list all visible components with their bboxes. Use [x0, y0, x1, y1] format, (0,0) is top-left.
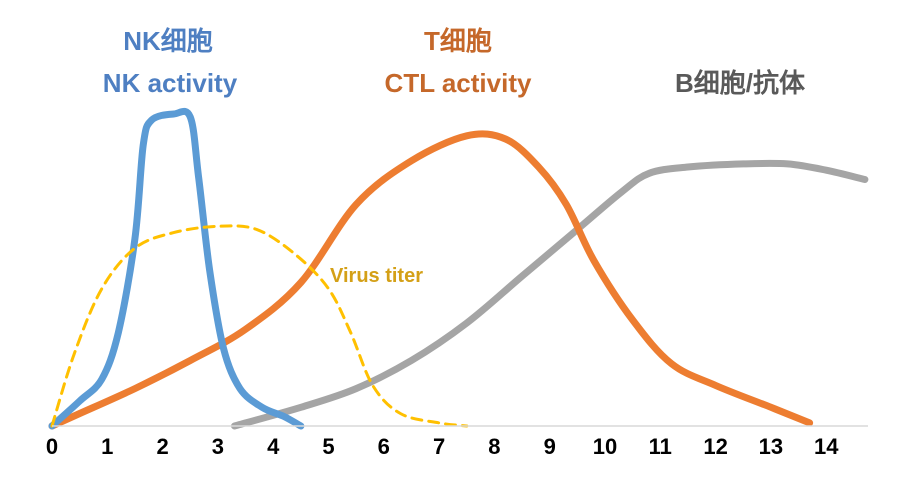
nk-activity-curve: [48, 107, 305, 430]
ctl-activity-label: CTL activity: [385, 68, 532, 98]
x-tick-label: 1: [101, 434, 113, 459]
x-tick-label: 4: [267, 434, 280, 459]
nk-activity-label: NK activity: [103, 68, 238, 98]
x-tick-label: 3: [212, 434, 224, 459]
t-cell-title: T细胞: [424, 26, 492, 56]
b-cell-antibody-label: B细胞/抗体: [675, 68, 806, 98]
x-tick-label: 2: [156, 434, 168, 459]
nk-cell-title: NK细胞: [123, 26, 213, 56]
x-tick-label: 9: [544, 434, 556, 459]
x-tick-label: 7: [433, 434, 445, 459]
x-tick-label: 8: [488, 434, 500, 459]
virus-titer-curve: [50, 224, 469, 428]
series-layer: [48, 107, 869, 430]
x-tick-label: 6: [378, 434, 390, 459]
virus-titer-label: Virus titer: [330, 265, 423, 287]
x-tick-label: 5: [322, 434, 334, 459]
x-tick-label: 12: [703, 434, 727, 459]
x-tick-label: 11: [649, 434, 672, 459]
x-tick-label: 0: [46, 434, 58, 459]
x-tick-label: 13: [759, 434, 783, 459]
b-cell-antibody-curve: [231, 159, 869, 430]
x-tick-label: 10: [593, 434, 617, 459]
x-tick-label: 14: [814, 434, 839, 459]
ctl-activity-curve: [48, 130, 814, 430]
